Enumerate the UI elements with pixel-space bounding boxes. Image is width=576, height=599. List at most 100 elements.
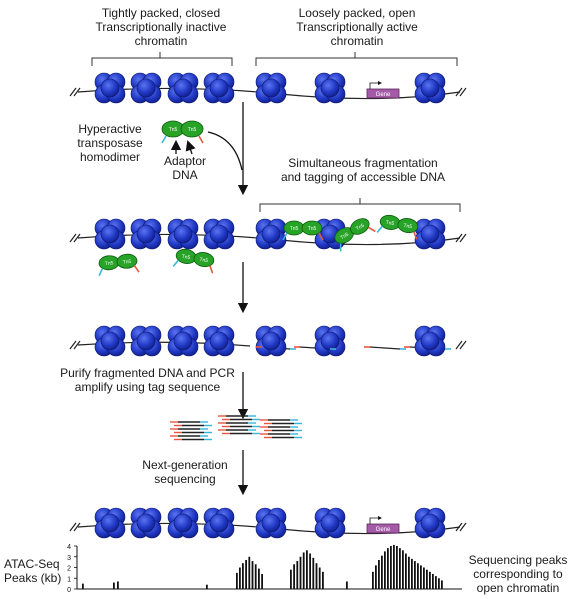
nucleosome-3-open-2 bbox=[414, 507, 446, 539]
ytick-label-0: 0 bbox=[67, 587, 71, 594]
peak-bar-5 bbox=[239, 567, 241, 589]
ytick-label-4: 4 bbox=[67, 544, 71, 551]
svg-text:Tn5: Tn5 bbox=[339, 232, 350, 242]
track-y-label: ATAC-Seq Peaks (kb) bbox=[4, 557, 62, 585]
closed-chromatin-label: Tightly packed, closed Transcriptionally… bbox=[95, 6, 227, 48]
peak-bar-20 bbox=[312, 557, 315, 589]
peak-bar-31 bbox=[390, 546, 392, 589]
peak-bar-26 bbox=[375, 565, 377, 589]
peak-bar-30 bbox=[387, 548, 389, 589]
ytick-label-2: 2 bbox=[67, 566, 71, 573]
peak-bar-43 bbox=[426, 569, 428, 589]
amplified-reads bbox=[170, 415, 302, 441]
nucleosome-2-3 bbox=[203, 325, 235, 357]
peak-bar-40 bbox=[417, 563, 419, 589]
peak-bar-13 bbox=[290, 569, 292, 589]
nucleosome-3-1 bbox=[130, 507, 162, 539]
nucleosome-2-1 bbox=[130, 325, 162, 357]
purify-label: Purify fragmented DNA and PCR amplify us… bbox=[60, 366, 235, 394]
tn5-free-2: Tn5 Tn5 bbox=[172, 248, 215, 274]
nucleosome-1-2 bbox=[167, 218, 199, 250]
peak-bar-46 bbox=[435, 576, 437, 589]
nucleosome-1-3 bbox=[203, 218, 235, 250]
peak-bar-48 bbox=[441, 580, 443, 589]
peak-bar-15 bbox=[296, 561, 299, 589]
peak-bar-10 bbox=[254, 564, 257, 589]
peak-bar-8 bbox=[248, 556, 251, 589]
nucleosome-2-2 bbox=[167, 325, 199, 357]
svg-text:Tn5: Tn5 bbox=[188, 127, 197, 133]
nucleosome-3-open-0 bbox=[255, 507, 287, 539]
peak-bar-25 bbox=[372, 571, 374, 589]
nucleosome-1-open-2 bbox=[414, 218, 446, 250]
gene-box-top: Gene bbox=[366, 81, 400, 99]
svg-text:Tn5: Tn5 bbox=[122, 259, 131, 266]
svg-text:Tn5: Tn5 bbox=[290, 226, 299, 232]
svg-text:Tn5: Tn5 bbox=[169, 127, 178, 133]
nucleosome-0-open-2 bbox=[414, 72, 446, 104]
peak-bar-32 bbox=[393, 544, 395, 589]
peak-bar-41 bbox=[420, 565, 422, 589]
nucleosome-0-1 bbox=[130, 72, 162, 104]
peak-bar-0 bbox=[82, 583, 84, 589]
svg-text:Tn5: Tn5 bbox=[403, 223, 413, 230]
peak-bar-37 bbox=[408, 556, 410, 589]
peak-bar-14 bbox=[293, 564, 295, 589]
peak-bar-2 bbox=[117, 581, 119, 589]
nucleosome-1-1 bbox=[130, 218, 162, 250]
peak-bar-3 bbox=[206, 584, 208, 589]
peak-bar-36 bbox=[405, 553, 407, 589]
ytick-label-3: 3 bbox=[67, 555, 71, 562]
nucleosome-0-open-1 bbox=[314, 72, 346, 104]
open-chromatin-label: Loosely packed, open Transcriptionally a… bbox=[296, 6, 418, 48]
svg-text:Tn5: Tn5 bbox=[199, 257, 209, 264]
nucleosome-3-open-1 bbox=[314, 507, 346, 539]
fragmentation-bracket bbox=[259, 198, 461, 212]
peak-bar-44 bbox=[429, 571, 431, 589]
nucleosome-3-2 bbox=[167, 507, 199, 539]
peak-bar-17 bbox=[302, 552, 305, 589]
svg-text:Tn5: Tn5 bbox=[308, 226, 317, 232]
tn5-bound-1: Tn5 Tn5 bbox=[282, 220, 324, 241]
peak-bar-7 bbox=[245, 559, 247, 589]
peak-bar-38 bbox=[411, 558, 413, 589]
nucleosome-2-open-2 bbox=[414, 325, 446, 357]
ytick-label-1: 1 bbox=[67, 576, 71, 583]
peak-bar-33 bbox=[396, 546, 398, 589]
peak-bar-45 bbox=[432, 573, 434, 589]
svg-text:Tn5: Tn5 bbox=[105, 260, 114, 267]
fragmentation-label: Simultaneous fragmentation and tagging o… bbox=[280, 156, 446, 184]
transposase-label: Hyperactive transposase homodimer bbox=[77, 122, 143, 164]
peak-bar-1 bbox=[113, 582, 115, 589]
open-chromatin-bracket bbox=[255, 52, 458, 66]
peak-bar-6 bbox=[242, 563, 244, 589]
peak-bar-16 bbox=[299, 556, 302, 589]
gene-box-bottom: Gene bbox=[366, 516, 400, 534]
nucleosome-2-open-0 bbox=[255, 325, 287, 357]
peak-bar-12 bbox=[261, 573, 263, 589]
nucleosome-0-3 bbox=[203, 72, 235, 104]
peak-bar-29 bbox=[384, 551, 386, 589]
nucleosome-1-open-0 bbox=[255, 218, 287, 250]
nucleosome-3-0 bbox=[94, 507, 126, 539]
peak-bar-24 bbox=[346, 581, 348, 589]
peak-bar-21 bbox=[315, 563, 318, 589]
peak-bar-22 bbox=[318, 567, 321, 589]
peak-bar-39 bbox=[414, 561, 416, 589]
peak-bar-18 bbox=[306, 550, 308, 589]
peak-bar-27 bbox=[378, 559, 380, 589]
adaptor-dna-label: Adaptor DNA bbox=[163, 154, 207, 182]
sequencing-peaks-label: Sequencing peaks corresponding to open c… bbox=[468, 553, 568, 595]
peak-bar-42 bbox=[423, 567, 425, 589]
nucleosome-0-open-0 bbox=[255, 72, 287, 104]
tn5-free-1: Tn5 Tn5 bbox=[98, 253, 140, 277]
peak-bar-35 bbox=[402, 550, 404, 589]
gene-label-top: Gene bbox=[376, 92, 391, 98]
svg-text:Tn5: Tn5 bbox=[181, 254, 191, 261]
nucleosome-2-open-1 bbox=[314, 325, 346, 357]
peak-bar-4 bbox=[236, 572, 238, 589]
nucleosome-3-3 bbox=[203, 507, 235, 539]
